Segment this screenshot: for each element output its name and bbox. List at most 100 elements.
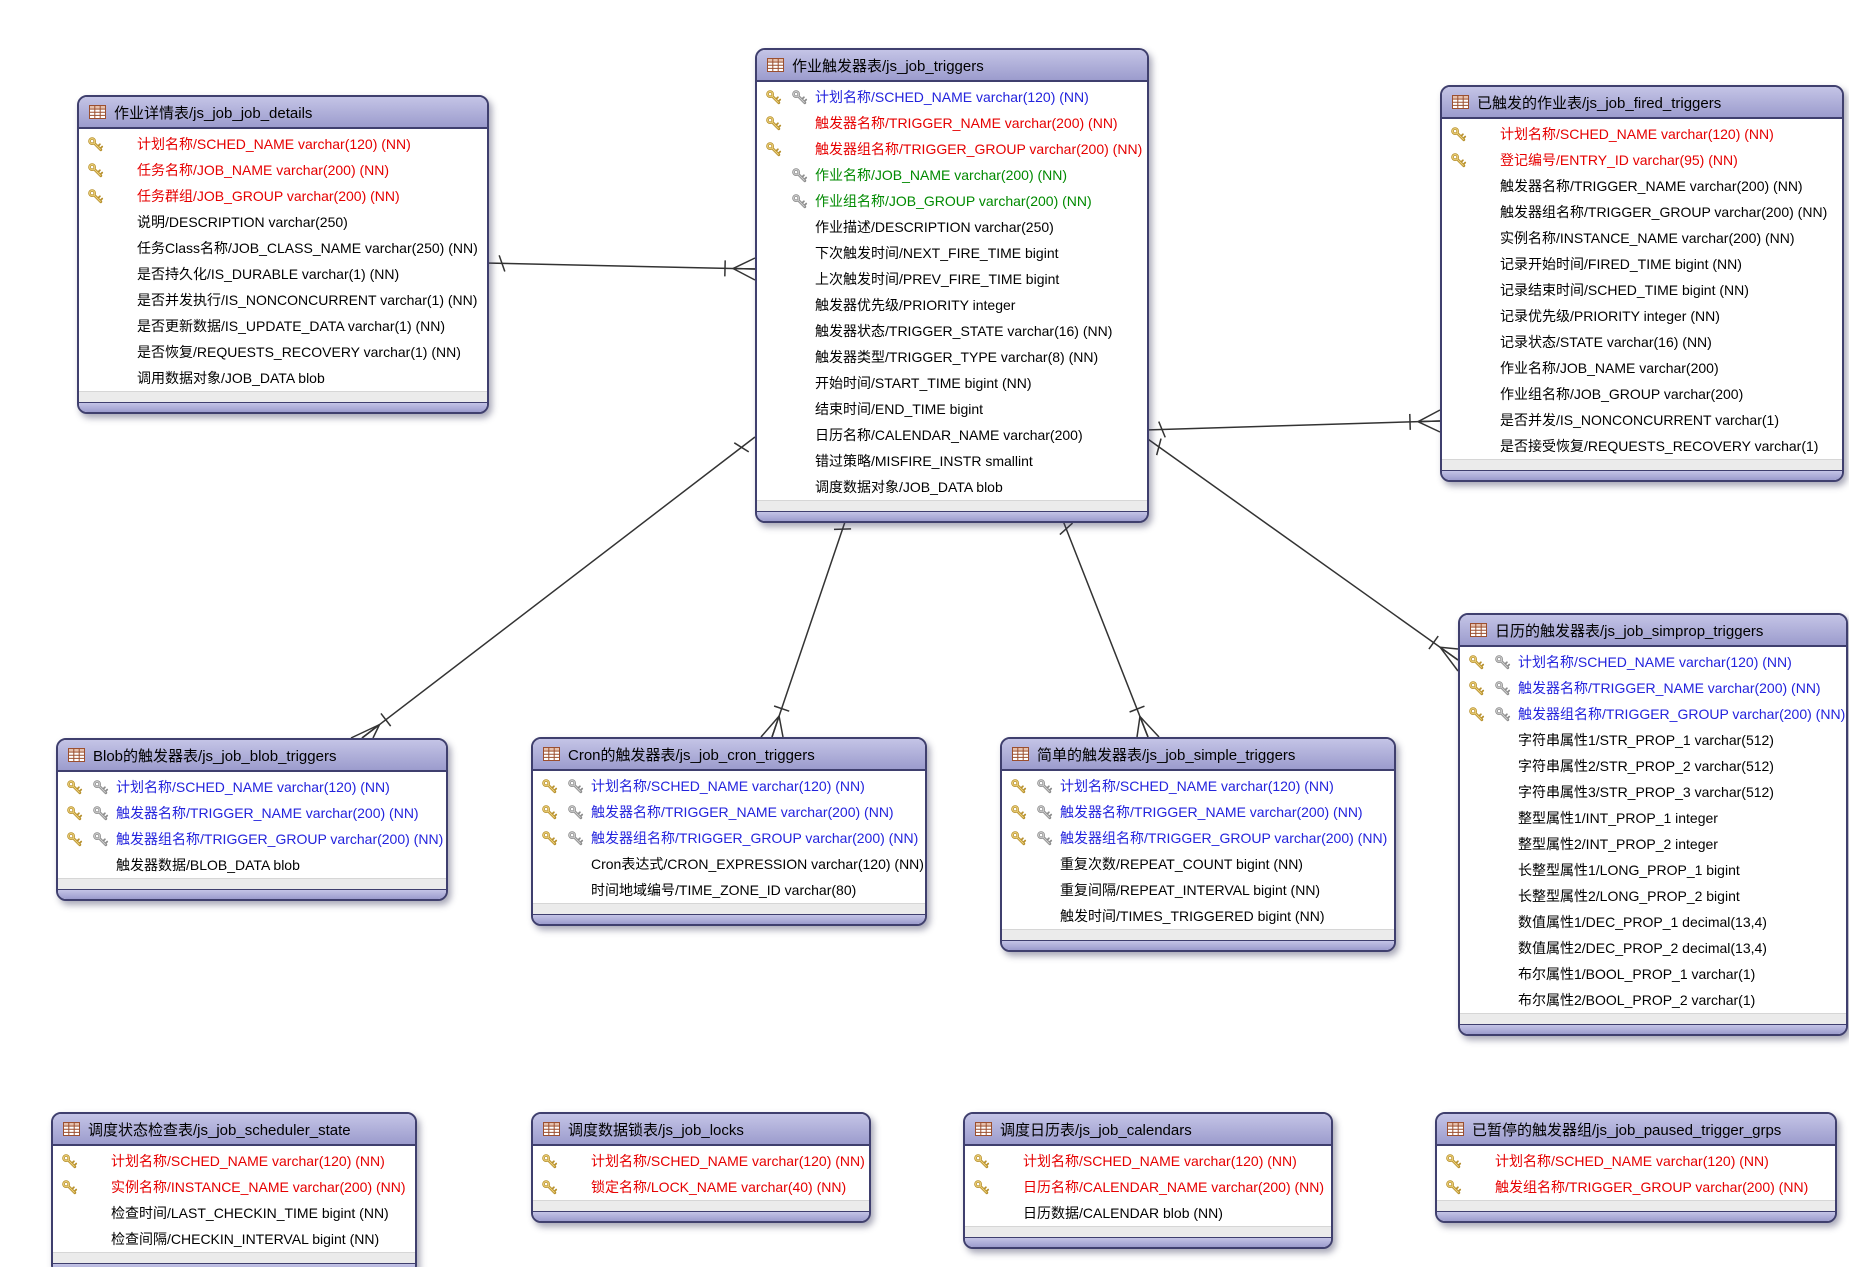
field-row[interactable]: 触发器组名称/TRIGGER_GROUP varchar(200) (NN) — [533, 825, 925, 851]
field-row[interactable]: 布尔属性1/BOOL_PROP_1 varchar(1) — [1460, 961, 1846, 987]
field-row[interactable]: 数值属性1/DEC_PROP_1 decimal(13,4) — [1460, 909, 1846, 935]
field-row[interactable]: 触发器名称/TRIGGER_NAME varchar(200) (NN) — [1442, 173, 1842, 199]
table-header[interactable]: Blob的触发器表/js_job_blob_triggers — [58, 740, 446, 772]
field-row[interactable]: 触发器组名称/TRIGGER_GROUP varchar(200) (NN) — [1002, 825, 1394, 851]
table-header[interactable]: 已触发的作业表/js_job_fired_triggers — [1442, 87, 1842, 119]
field-row[interactable]: 检查时间/LAST_CHECKIN_TIME bigint (NN) — [53, 1200, 415, 1226]
field-row[interactable]: 布尔属性2/BOOL_PROP_2 varchar(1) — [1460, 987, 1846, 1013]
field-row[interactable]: 计划名称/SCHED_NAME varchar(120) (NN) — [1437, 1148, 1835, 1174]
field-row[interactable]: 记录开始时间/FIRED_TIME bigint (NN) — [1442, 251, 1842, 277]
field-row[interactable]: 作业名称/JOB_NAME varchar(200) (NN) — [757, 162, 1147, 188]
field-row[interactable]: 字符串属性1/STR_PROP_1 varchar(512) — [1460, 727, 1846, 753]
field-row[interactable]: 触发时间/TIMES_TRIGGERED bigint (NN) — [1002, 903, 1394, 929]
field-row[interactable]: 调度数据对象/JOB_DATA blob — [757, 474, 1147, 500]
field-row[interactable]: 任务群组/JOB_GROUP varchar(200) (NN) — [79, 183, 487, 209]
field-row[interactable]: 记录状态/STATE varchar(16) (NN) — [1442, 329, 1842, 355]
field-row[interactable]: 触发器组名称/TRIGGER_GROUP varchar(200) (NN) — [1460, 701, 1846, 727]
field-row[interactable]: 是否并发执行/IS_NONCONCURRENT varchar(1) (NN) — [79, 287, 487, 313]
field-row[interactable]: 长整型属性2/LONG_PROP_2 bigint — [1460, 883, 1846, 909]
field-row[interactable]: 字符串属性3/STR_PROP_3 varchar(512) — [1460, 779, 1846, 805]
field-row[interactable]: 触发器名称/TRIGGER_NAME varchar(200) (NN) — [1002, 799, 1394, 825]
field-row[interactable]: 计划名称/SCHED_NAME varchar(120) (NN) — [757, 84, 1147, 110]
field-row[interactable]: 作业组名称/JOB_GROUP varchar(200) — [1442, 381, 1842, 407]
table-header[interactable]: 简单的触发器表/js_job_simple_triggers — [1002, 739, 1394, 771]
table-header[interactable]: 已暂停的触发器组/js_job_paused_trigger_grps — [1437, 1114, 1835, 1146]
field-row[interactable]: 错过策略/MISFIRE_INSTR smallint — [757, 448, 1147, 474]
table-header[interactable]: Cron的触发器表/js_job_cron_triggers — [533, 739, 925, 771]
field-row[interactable]: 记录优先级/PRIORITY integer (NN) — [1442, 303, 1842, 329]
field-row[interactable]: 是否恢复/REQUESTS_RECOVERY varchar(1) (NN) — [79, 339, 487, 365]
field-row[interactable]: 作业组名称/JOB_GROUP varchar(200) (NN) — [757, 188, 1147, 214]
field-row[interactable]: 作业描述/DESCRIPTION varchar(250) — [757, 214, 1147, 240]
field-row[interactable]: 长整型属性1/LONG_PROP_1 bigint — [1460, 857, 1846, 883]
field-row[interactable]: 计划名称/SCHED_NAME varchar(120) (NN) — [58, 774, 446, 800]
field-row[interactable]: 计划名称/SCHED_NAME varchar(120) (NN) — [533, 773, 925, 799]
field-row[interactable]: 计划名称/SCHED_NAME varchar(120) (NN) — [1442, 121, 1842, 147]
field-row[interactable]: 计划名称/SCHED_NAME varchar(120) (NN) — [53, 1148, 415, 1174]
field-row[interactable]: 触发器名称/TRIGGER_NAME varchar(200) (NN) — [757, 110, 1147, 136]
field-row[interactable]: 日历名称/CALENDAR_NAME varchar(200) — [757, 422, 1147, 448]
table-header[interactable]: 日历的触发器表/js_job_simprop_triggers — [1460, 615, 1846, 647]
field-row[interactable]: 上次触发时间/PREV_FIRE_TIME bigint — [757, 266, 1147, 292]
field-row[interactable]: 触发器类型/TRIGGER_TYPE varchar(8) (NN) — [757, 344, 1147, 370]
field-row[interactable]: 触发器名称/TRIGGER_NAME varchar(200) (NN) — [58, 800, 446, 826]
field-row[interactable]: 日历数据/CALENDAR blob (NN) — [965, 1200, 1331, 1226]
table-header[interactable]: 调度数据锁表/js_job_locks — [533, 1114, 869, 1146]
field-row[interactable]: 是否接受恢复/REQUESTS_RECOVERY varchar(1) — [1442, 433, 1842, 459]
field-row[interactable]: 触发器状态/TRIGGER_STATE varchar(16) (NN) — [757, 318, 1147, 344]
field-row[interactable]: 结束时间/END_TIME bigint — [757, 396, 1147, 422]
field-row[interactable]: 记录结束时间/SCHED_TIME bigint (NN) — [1442, 277, 1842, 303]
field-row[interactable]: 整型属性1/INT_PROP_1 integer — [1460, 805, 1846, 831]
table-header[interactable]: 作业详情表/js_job_job_details — [79, 97, 487, 129]
field-row[interactable]: 计划名称/SCHED_NAME varchar(120) (NN) — [1460, 649, 1846, 675]
field-row[interactable]: 是否并发/IS_NONCONCURRENT varchar(1) — [1442, 407, 1842, 433]
field-row[interactable]: 调用数据对象/JOB_DATA blob — [79, 365, 487, 391]
table-header[interactable]: 调度日历表/js_job_calendars — [965, 1114, 1331, 1146]
field-row[interactable]: 触发组名称/TRIGGER_GROUP varchar(200) (NN) — [1437, 1174, 1835, 1200]
table-header[interactable]: 调度状态检查表/js_job_scheduler_state — [53, 1114, 415, 1146]
field-row[interactable]: 触发器组名称/TRIGGER_GROUP varchar(200) (NN) — [58, 826, 446, 852]
field-row[interactable]: 开始时间/START_TIME bigint (NN) — [757, 370, 1147, 396]
field-row[interactable]: 任务名称/JOB_NAME varchar(200) (NN) — [79, 157, 487, 183]
field-row[interactable]: 作业名称/JOB_NAME varchar(200) — [1442, 355, 1842, 381]
field-row[interactable]: 实例名称/INSTANCE_NAME varchar(200) (NN) — [1442, 225, 1842, 251]
field-row[interactable]: 计划名称/SCHED_NAME varchar(120) (NN) — [533, 1148, 869, 1174]
field-row[interactable]: 是否持久化/IS_DURABLE varchar(1) (NN) — [79, 261, 487, 287]
field-row[interactable]: 重复次数/REPEAT_COUNT bigint (NN) — [1002, 851, 1394, 877]
field-row[interactable]: 说明/DESCRIPTION varchar(250) — [79, 209, 487, 235]
field-row[interactable]: 重复间隔/REPEAT_INTERVAL bigint (NN) — [1002, 877, 1394, 903]
field-row[interactable]: 触发器组名称/TRIGGER_GROUP varchar(200) (NN) — [757, 136, 1147, 162]
field-row[interactable]: 触发器名称/TRIGGER_NAME varchar(200) (NN) — [533, 799, 925, 825]
field-row[interactable]: 触发器数据/BLOB_DATA blob — [58, 852, 446, 878]
table-header[interactable]: 作业触发器表/js_job_triggers — [757, 50, 1147, 82]
field-row[interactable]: 任务Class名称/JOB_CLASS_NAME varchar(250) (N… — [79, 235, 487, 261]
field-row[interactable]: 日历名称/CALENDAR_NAME varchar(200) (NN) — [965, 1174, 1331, 1200]
field-row[interactable]: 计划名称/SCHED_NAME varchar(120) (NN) — [79, 131, 487, 157]
field-row[interactable]: Cron表达式/CRON_EXPRESSION varchar(120) (NN… — [533, 851, 925, 877]
field-row[interactable]: 锁定名称/LOCK_NAME varchar(40) (NN) — [533, 1174, 869, 1200]
field-row[interactable]: 登记编号/ENTRY_ID varchar(95) (NN) — [1442, 147, 1842, 173]
field-row[interactable]: 检查间隔/CHECKIN_INTERVAL bigint (NN) — [53, 1226, 415, 1252]
field-row[interactable]: 触发器名称/TRIGGER_NAME varchar(200) (NN) — [1460, 675, 1846, 701]
field-row[interactable]: 实例名称/INSTANCE_NAME varchar(200) (NN) — [53, 1174, 415, 1200]
field-row[interactable]: 计划名称/SCHED_NAME varchar(120) (NN) — [965, 1148, 1331, 1174]
field-row[interactable]: 时间地域编号/TIME_ZONE_ID varchar(80) — [533, 877, 925, 903]
field-row[interactable]: 下次触发时间/NEXT_FIRE_TIME bigint — [757, 240, 1147, 266]
field-row[interactable]: 触发器优先级/PRIORITY integer — [757, 292, 1147, 318]
field-row[interactable]: 数值属性2/DEC_PROP_2 decimal(13,4) — [1460, 935, 1846, 961]
field-row[interactable]: 计划名称/SCHED_NAME varchar(120) (NN) — [1002, 773, 1394, 799]
field-row[interactable]: 触发器组名称/TRIGGER_GROUP varchar(200) (NN) — [1442, 199, 1842, 225]
field-row[interactable]: 整型属性2/INT_PROP_2 integer — [1460, 831, 1846, 857]
field-row[interactable]: 字符串属性2/STR_PROP_2 varchar(512) — [1460, 753, 1846, 779]
